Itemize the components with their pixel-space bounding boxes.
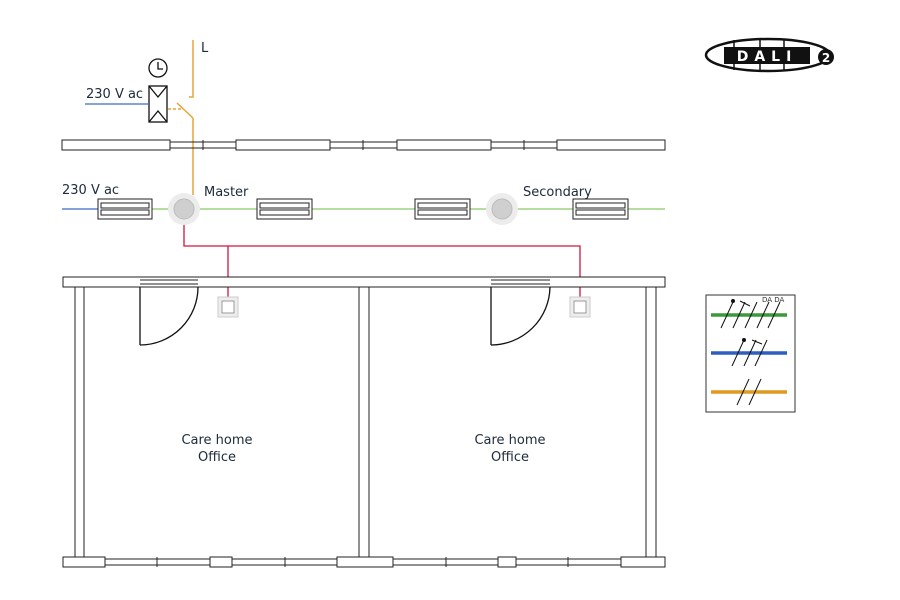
door-icon [139,286,199,346]
phase-label: L [201,41,209,56]
master-sensor-icon [168,193,200,225]
floor-plan [62,276,666,568]
contactor-icon [148,85,168,123]
luminaire [256,198,313,220]
legend-header: DA DA [762,296,785,304]
luminaire [572,198,629,220]
live-wire [168,40,194,195]
corridor-wall [61,139,666,151]
room-type: Office [198,450,236,465]
secondary-label: Secondary [523,185,592,200]
room-type: Office [491,450,529,465]
room-name: Care home [474,433,545,448]
master-label: Master [204,185,249,200]
luminaire [414,198,471,220]
svg-text:2: 2 [822,51,830,65]
supply-label-top: 230 V ac [86,87,143,102]
dali-2-logo: DALI 2 [704,37,834,73]
luminaire [97,198,153,220]
luminaires [97,198,629,220]
dali-bus [183,222,581,297]
door-icon [490,286,551,346]
secondary-sensor-icon [486,193,518,225]
svg-text:DALI: DALI [737,49,798,65]
supply-label-row: 230 V ac [62,183,119,198]
push-button-icon [569,296,591,318]
cable-legend: DA DA [705,294,796,413]
push-button-icon [217,296,239,318]
clock-icon [148,58,168,78]
room-name: Care home [181,433,252,448]
